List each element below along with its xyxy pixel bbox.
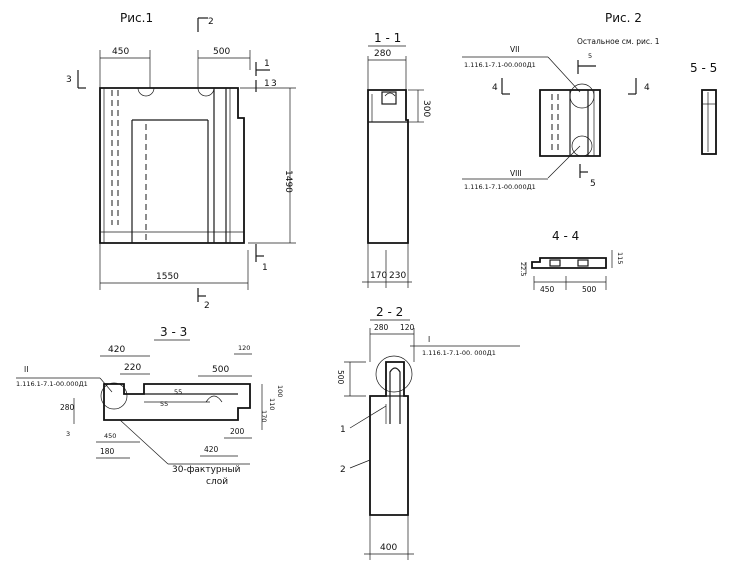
loop-arc-left (137, 87, 155, 97)
sec33-dim-170: 170 (260, 410, 268, 422)
fig1-section-left: 3 (66, 75, 72, 85)
section-2-2: 2 - 2 280 120 I 1.116.1-7.1-00. 000Д1 50… (336, 305, 520, 560)
fig2-title: Рис. 2 (605, 11, 642, 25)
section-1-1: 1 - 1 280 300 170 230 (362, 31, 431, 288)
fig2-note: Остальное см. рис. 1 (577, 37, 660, 46)
fig2-sec5-top: 5 (588, 52, 592, 60)
fig2-callout-bot-num: VIII (510, 169, 522, 178)
sec11-outline (367, 89, 409, 244)
panel-outline (99, 87, 245, 244)
sec44-title: 4 - 4 (552, 229, 579, 243)
sec33-dim-200: 200 (230, 427, 245, 436)
fig1-dim-top-left: 450 (112, 47, 129, 57)
fig2-callout-top-ref: 1.116.1-7.1-00.000Д1 (464, 61, 536, 69)
sec22-pos2: 2 (340, 465, 346, 475)
sec33-dim-420-top: 420 (108, 345, 125, 355)
sec33-dim-100: 100 (276, 385, 284, 397)
sec44-dim-bot-right: 500 (582, 285, 597, 294)
sec33-dim-450: 450 (104, 432, 116, 440)
sec33-layer-note-1: 30-фактурный (172, 465, 241, 475)
sec33-callout-num: II (24, 365, 28, 374)
fig2-sec4-left: 4 (492, 83, 498, 93)
sec33-layer-note-2: слой (206, 477, 228, 487)
section-4-4: 4 - 4 22.5 115 450 500 (519, 229, 624, 294)
fig1-dim-height: 1490 (283, 170, 293, 193)
fig1-section-right-top: 1 (264, 59, 270, 69)
fig2-sec4-right: 4 (644, 83, 650, 93)
fig1-section-right-bottom: 1 (262, 263, 268, 273)
sec11-loop-block (381, 91, 397, 105)
section-5-5: 5 - 5 (690, 61, 717, 155)
sec44-dim-bot-left: 450 (540, 285, 555, 294)
fig2-sec5-bot: 5 (590, 179, 596, 189)
sec22-outline (369, 361, 409, 516)
sec33-dim-280: 280 (60, 403, 75, 412)
sec44-dim-left-h: 22.5 (519, 262, 527, 276)
sec33-dim-55a: 55 (160, 400, 168, 408)
sec33-dim-180: 180 (100, 447, 115, 456)
fig2-callout-bot-ref: 1.116.1-7.1-00.000Д1 (464, 183, 536, 191)
sec22-dim-120: 120 (400, 323, 415, 332)
sec33-dim-110: 110 (268, 398, 276, 410)
fig2-detail-circle-bot (571, 135, 593, 157)
sec33-callout-ref: 1.116.1-7.1-00.000Д1 (16, 380, 88, 388)
section-3-3: 3 - 3 420 220 120 500 II 1.116.1-7.1-00.… (16, 325, 284, 487)
fig2-panel (539, 89, 601, 157)
fig2-detail-circle-top (569, 83, 595, 109)
sec44-dim-right-h: 115 (616, 252, 624, 264)
fig1-section-top: 2 (208, 17, 214, 27)
sec33-dim-120: 120 (238, 344, 250, 352)
sec22-callout-num: I (428, 335, 430, 344)
sec22-callout-ref: 1.116.1-7.1-00. 000Д1 (422, 349, 496, 357)
sec33-outline (103, 383, 251, 421)
loop-arc-right (197, 87, 215, 97)
sec22-dim-280: 280 (374, 323, 389, 332)
fig1-section-right-13b: 3 (271, 79, 277, 89)
fig2-callout-top-num: VII (510, 45, 520, 54)
sec22-title: 2 - 2 (376, 305, 403, 319)
sec33-dim-220: 220 (124, 363, 141, 373)
sec22-dim-400: 400 (380, 543, 397, 553)
sec22-lifting-loop (389, 367, 401, 424)
fig1-section-right-13: 1 (264, 79, 270, 89)
sec11-dim-bot-right: 230 (389, 271, 406, 281)
sec33-dim-3: 3 (66, 430, 70, 438)
sec11-dim-bot-left: 170 (370, 271, 387, 281)
figure-2: Рис. 2 Остальное см. рис. 1 VII 1.116.1-… (462, 11, 660, 191)
sec22-pos1: 1 (340, 425, 346, 435)
sec33-detail-circle (100, 382, 128, 410)
sec55-outline (701, 89, 717, 155)
sec11-dim-side: 300 (421, 100, 431, 117)
fig1-dim-width: 1550 (156, 272, 179, 282)
fig1-dim-top-right: 500 (213, 47, 230, 57)
sec33-dim-500: 500 (212, 365, 229, 375)
sec55-title: 5 - 5 (690, 61, 717, 75)
fig1-title: Рис.1 (120, 11, 153, 25)
sec33-dim-55b: 55 (174, 388, 182, 396)
figure-1: Рис.1 2 450 500 3 1 1 3 (66, 11, 296, 311)
sec11-title: 1 - 1 (374, 31, 401, 45)
sec22-dim-500: 500 (336, 370, 345, 385)
sec44-outline (531, 257, 607, 269)
sec33-title: 3 - 3 (160, 325, 187, 339)
sec11-dim-top: 280 (374, 49, 391, 59)
sec22-detail-circle (375, 355, 413, 393)
fig1-section-bottom: 2 (204, 301, 210, 311)
sec33-dim-420-bot: 420 (204, 445, 219, 454)
